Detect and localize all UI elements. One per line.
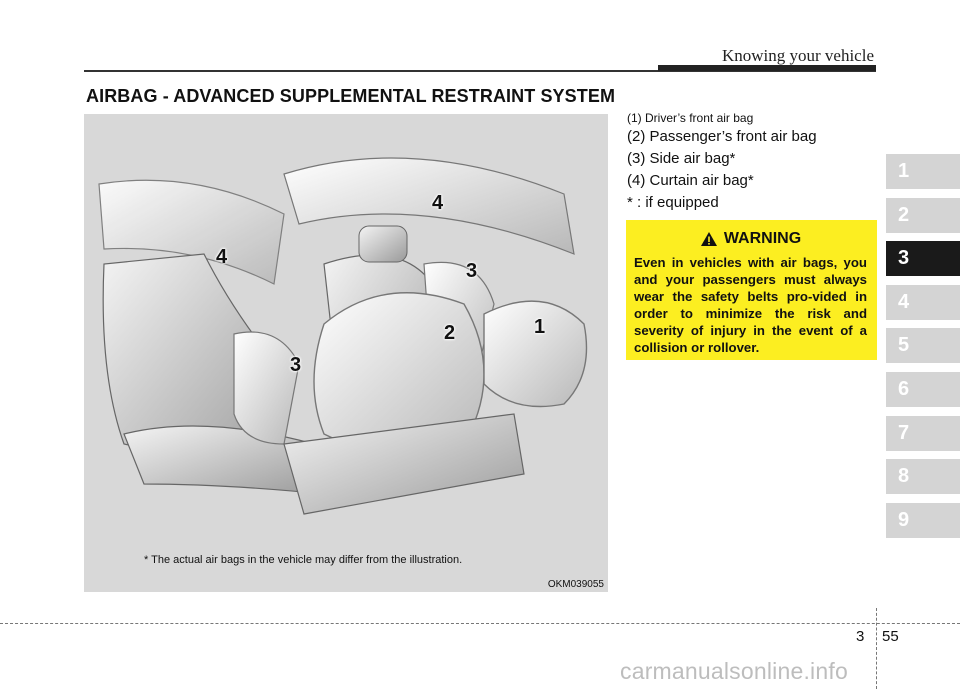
warning-text: Even in vehicles with air bags, you and … (634, 255, 867, 355)
warning-title: WARNING (723, 230, 802, 247)
callout-curtain-rear: 4 (216, 246, 228, 268)
callout-side-rear: 3 (290, 354, 302, 376)
chapter-tab-3[interactable]: 3 (886, 241, 960, 277)
callout-driver: 1 (534, 316, 546, 338)
footer-rule (0, 623, 960, 624)
callout-side-front: 3 (466, 260, 478, 282)
chapter-tab-6[interactable]: 6 (886, 371, 960, 407)
page-chapter: 3 (856, 628, 865, 645)
chapter-tabs: 1 2 3 4 5 6 7 8 9 (886, 154, 960, 546)
side-airbag-rear (233, 331, 300, 445)
legend-item: (3) Side air bag* (627, 150, 736, 167)
chapter-tab-5[interactable]: 5 (886, 328, 960, 364)
figure-code: OKM039055 (547, 579, 604, 590)
page-number: 55 (882, 628, 899, 645)
header-rule (84, 70, 876, 72)
footer-divider (876, 608, 877, 689)
chapter-tab-8[interactable]: 8 (886, 459, 960, 495)
legend-item: (1) Driver’s front air bag (627, 111, 754, 125)
header-section-title: Knowing your vehicle (721, 46, 874, 65)
driver-front-airbag (483, 300, 588, 408)
headrest (358, 225, 408, 263)
callout-curtain-front: 4 (432, 192, 444, 214)
legend-item: * : if equipped (627, 194, 719, 211)
header-rule-accent (658, 65, 876, 71)
curtain-airbag-left (98, 179, 285, 285)
airbag-legend: (1) Driver’s front air bag (2) Passenger… (627, 110, 877, 214)
chapter-tab-1[interactable]: 1 (886, 154, 960, 189)
airbag-drawing (98, 157, 588, 515)
page-title: AIRBAG - ADVANCED SUPPLEMENTAL RESTRAINT… (86, 86, 616, 106)
chapter-tab-2[interactable]: 2 (886, 197, 960, 233)
seat-base (283, 413, 525, 515)
airbag-illustration: 4 4 3 3 2 1 * The actual air bags in the… (84, 114, 608, 592)
legend-item: (2) Passenger’s front air bag (627, 128, 817, 145)
warning-icon (700, 232, 717, 246)
callout-passenger: 2 (444, 322, 456, 344)
watermark: carmanualsonline.info (620, 658, 848, 684)
chapter-tab-7[interactable]: 7 (886, 415, 960, 451)
warning-box: WARNING Even in vehicles with air bags, … (626, 220, 877, 360)
curtain-airbag-right (283, 157, 575, 255)
chapter-tab-4[interactable]: 4 (886, 284, 960, 320)
chapter-tab-9[interactable]: 9 (886, 502, 960, 538)
figure-caption: * The actual air bags in the vehicle may… (144, 554, 463, 566)
legend-item: (4) Curtain air bag* (627, 172, 754, 189)
